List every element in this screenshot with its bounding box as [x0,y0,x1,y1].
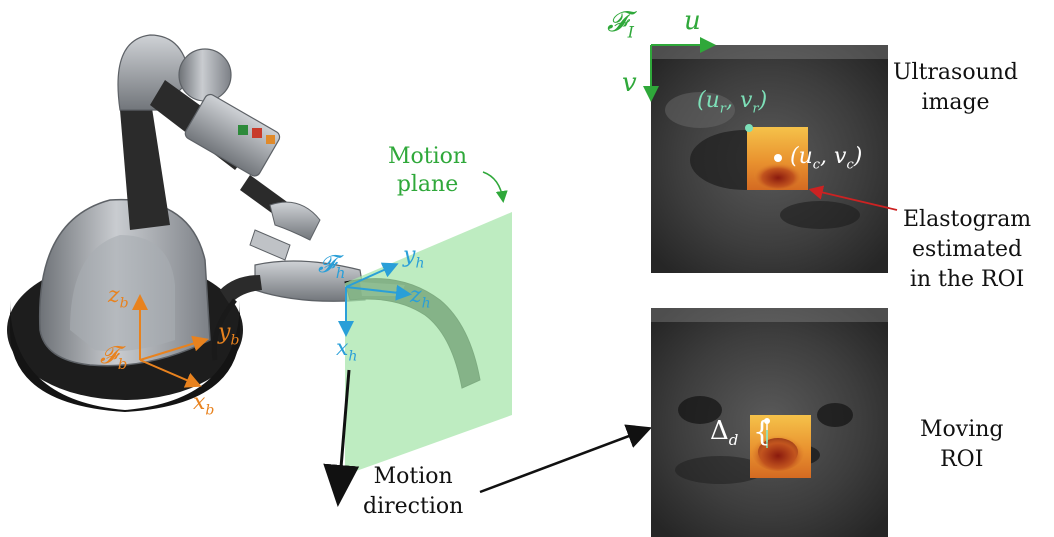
moving-roi-label-line1: Moving [920,417,1004,442]
y-base-symbol: y [218,320,231,345]
displacement-label: Δd [710,418,738,448]
u-axis-label: u [684,6,701,36]
probe-frame-axes [338,262,412,337]
image-frame-symbol: 𝓕 [607,5,628,38]
v-axis-label: v [622,68,637,98]
elastogram-label-line3: in the ROI [909,267,1025,292]
z-base-subscript: b [119,295,129,312]
roi-corner-part1: (u [697,88,720,113]
robot-arm [7,34,481,412]
roi-center-part2: , v [820,144,847,169]
z-probe-label: zh [410,283,431,312]
ultrasound-image-label-line2: image [921,90,990,115]
motion-direction-label-line1: Motion [373,464,453,489]
motion-plane-label: Motion plane [388,143,467,199]
y-probe-label: yh [403,243,425,272]
motion-direction-label-line2: direction [363,494,464,519]
base-frame-subscript: b [117,354,128,373]
moving-roi-label: Moving ROI [920,415,1004,475]
moving-roi-label-line2: ROI [940,447,984,472]
probe-frame-symbol: 𝓕 [318,250,336,278]
roi-corner-sub2: r [752,101,759,117]
z-probe-symbol: z [410,283,422,308]
ultrasound-image-label-line1: Ultrasound [893,60,1019,85]
x-probe-symbol: x [336,336,349,361]
roi-center-label: (uc, vc) [790,144,863,173]
x-base-symbol: x [193,390,206,415]
ultrasound-image-bottom [651,308,888,537]
probe-frame-subscript: h [335,263,346,282]
y-probe-subscript: h [415,255,425,272]
roi-center-part1: (u [790,144,813,169]
delta-subscript: d [728,431,739,450]
z-probe-subscript: h [421,295,431,312]
roi-center-part3: ) [853,144,863,169]
elastogram-pointer [808,185,898,211]
base-frame-symbol: 𝓕 [100,341,118,369]
roi-corner-part3: ) [758,88,768,113]
base-frame-axes [132,294,209,388]
roi-corner-sub1: r [719,101,726,117]
roi-corner-part2: , v [725,88,753,113]
motion-direction-arrow [323,369,360,507]
y-base-label: yb [218,320,240,349]
elastogram-label: Elastogram estimated in the ROI [903,205,1031,295]
elastogram-label-line1: Elastogram [903,207,1032,232]
base-frame-label: 𝓕b [100,343,127,372]
probe-frame-label: 𝓕h [318,252,345,281]
elastogram-label-line2: estimated [912,237,1023,262]
x-probe-label: xh [336,336,358,365]
delta-symbol: Δ [710,416,729,446]
x-probe-subscript: h [348,348,358,365]
motion-plane [345,212,512,475]
roi-center-sub1: c [812,157,821,173]
motion-plane-label-line1: Motion [388,144,468,169]
z-base-label: zb [108,283,129,312]
image-frame-subscript: I [627,22,634,42]
roi-center-point [774,154,782,162]
image-frame-label: 𝓕I [607,8,634,41]
motion-direction-label: Motion direction [363,462,463,522]
motion-plane-label-line2: plane [396,172,459,197]
x-base-subscript: b [205,402,215,419]
roi-center-sub2: c [846,157,854,173]
roi-corner-label: (ur, vr) [697,88,768,117]
moving-roi-pointer [479,424,653,494]
z-base-symbol: z [108,283,120,308]
y-base-subscript: b [230,332,240,349]
roi-corner-point [745,124,753,132]
motion-plane-pointer [482,171,508,203]
displacement-brace: { [753,415,771,448]
image-frame-axes [643,37,716,102]
x-base-label: xb [193,390,215,419]
ultrasound-image-label: Ultrasound image [893,58,1018,118]
y-probe-symbol: y [403,243,416,268]
